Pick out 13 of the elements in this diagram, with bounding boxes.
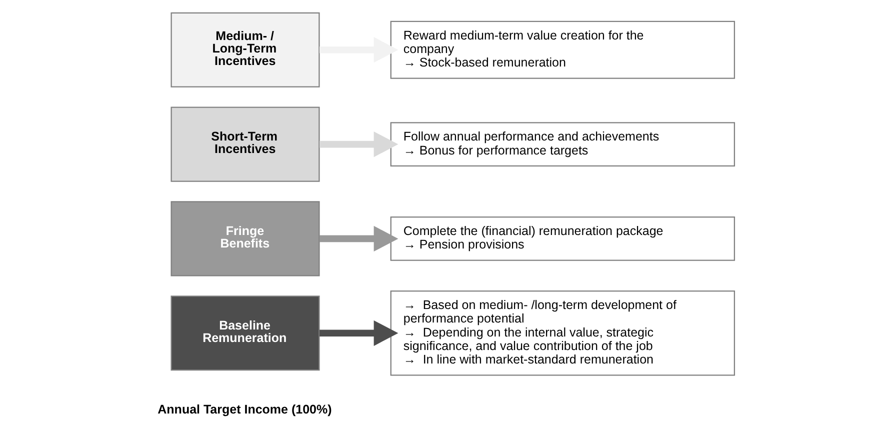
node-box: Medium- / Long-Term Incentives — [170, 12, 320, 88]
node-box: Complete the (financial) remuneration package → Pension provisions — [390, 216, 736, 261]
arrow — [319, 226, 398, 252]
arrow — [319, 37, 398, 63]
node-box: Short-Term Incentives — [170, 106, 320, 182]
node-box: Fringe Benefits — [170, 201, 320, 276]
node-box: Reward medium-term value creation for the company → Stock-based remuneration — [390, 20, 736, 79]
arrow — [319, 131, 398, 158]
node-box: Baseline Remuneration — [170, 296, 320, 371]
arrow — [319, 320, 398, 346]
node-box: Follow annual performance and achievements → Bonus for performance targets — [390, 122, 736, 166]
node-box: → Based on medium- /long-term development of performance potential → Depending on the internal value, strategic significance, and value contribution of the job → In line with market-standard remuneration — [390, 290, 736, 376]
label: Annual Target Income (100%) — [158, 402, 332, 417]
